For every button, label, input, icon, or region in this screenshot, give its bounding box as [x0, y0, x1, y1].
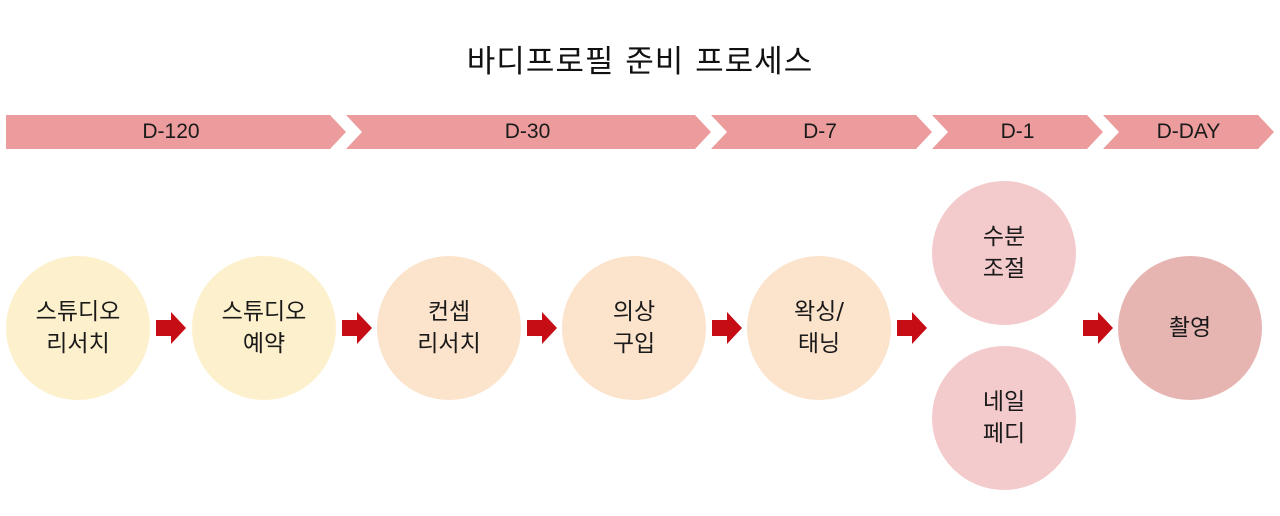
- phase-label-d7: D-7: [803, 120, 837, 143]
- flow-arrow: [712, 312, 742, 344]
- phase-label-d1: D-1: [1000, 120, 1035, 143]
- step-label: 의상 구입: [612, 299, 656, 357]
- flow-arrow: [527, 312, 557, 344]
- step-studio-research: 스튜디오 리서치: [6, 256, 150, 400]
- step-label: 왁싱/ 태닝: [793, 299, 845, 357]
- phase-label-d120: D-120: [142, 120, 200, 143]
- step-label: 컨셉 리서치: [417, 299, 481, 357]
- flow-arrow: [342, 312, 372, 344]
- step-photoshoot: 촬영: [1118, 256, 1262, 400]
- step-label: 수분 조절: [982, 224, 1026, 282]
- phase-label-dday: D-DAY: [1156, 120, 1221, 143]
- step-nail-pedi: 네일 페디: [932, 346, 1076, 490]
- step-label: 스튜디오 리서치: [35, 299, 121, 357]
- phase-banner-d30: [346, 115, 711, 149]
- phase-banner-dday: [1103, 115, 1274, 149]
- step-studio-booking: 스튜디오 예약: [192, 256, 336, 400]
- flow-arrow: [156, 312, 186, 344]
- step-concept-research: 컨셉 리서치: [377, 256, 521, 400]
- step-water-control: 수분 조절: [932, 181, 1076, 325]
- step-label: 스튜디오 예약: [221, 299, 307, 357]
- flow-arrow: [1083, 312, 1113, 344]
- flow-arrow: [897, 312, 927, 344]
- phase-banner-d7: [711, 115, 932, 149]
- step-outfit-purchase: 의상 구입: [562, 256, 706, 400]
- phase-banner-d1: [932, 115, 1103, 149]
- phase-label-d30: D-30: [504, 120, 551, 143]
- step-label: 네일 페디: [982, 389, 1026, 447]
- step-waxing-tanning: 왁싱/ 태닝: [747, 256, 891, 400]
- phase-banner-d120: [6, 115, 346, 149]
- page-title: 바디프로필 준비 프로세스: [466, 44, 814, 80]
- step-label: 촬영: [1168, 315, 1212, 341]
